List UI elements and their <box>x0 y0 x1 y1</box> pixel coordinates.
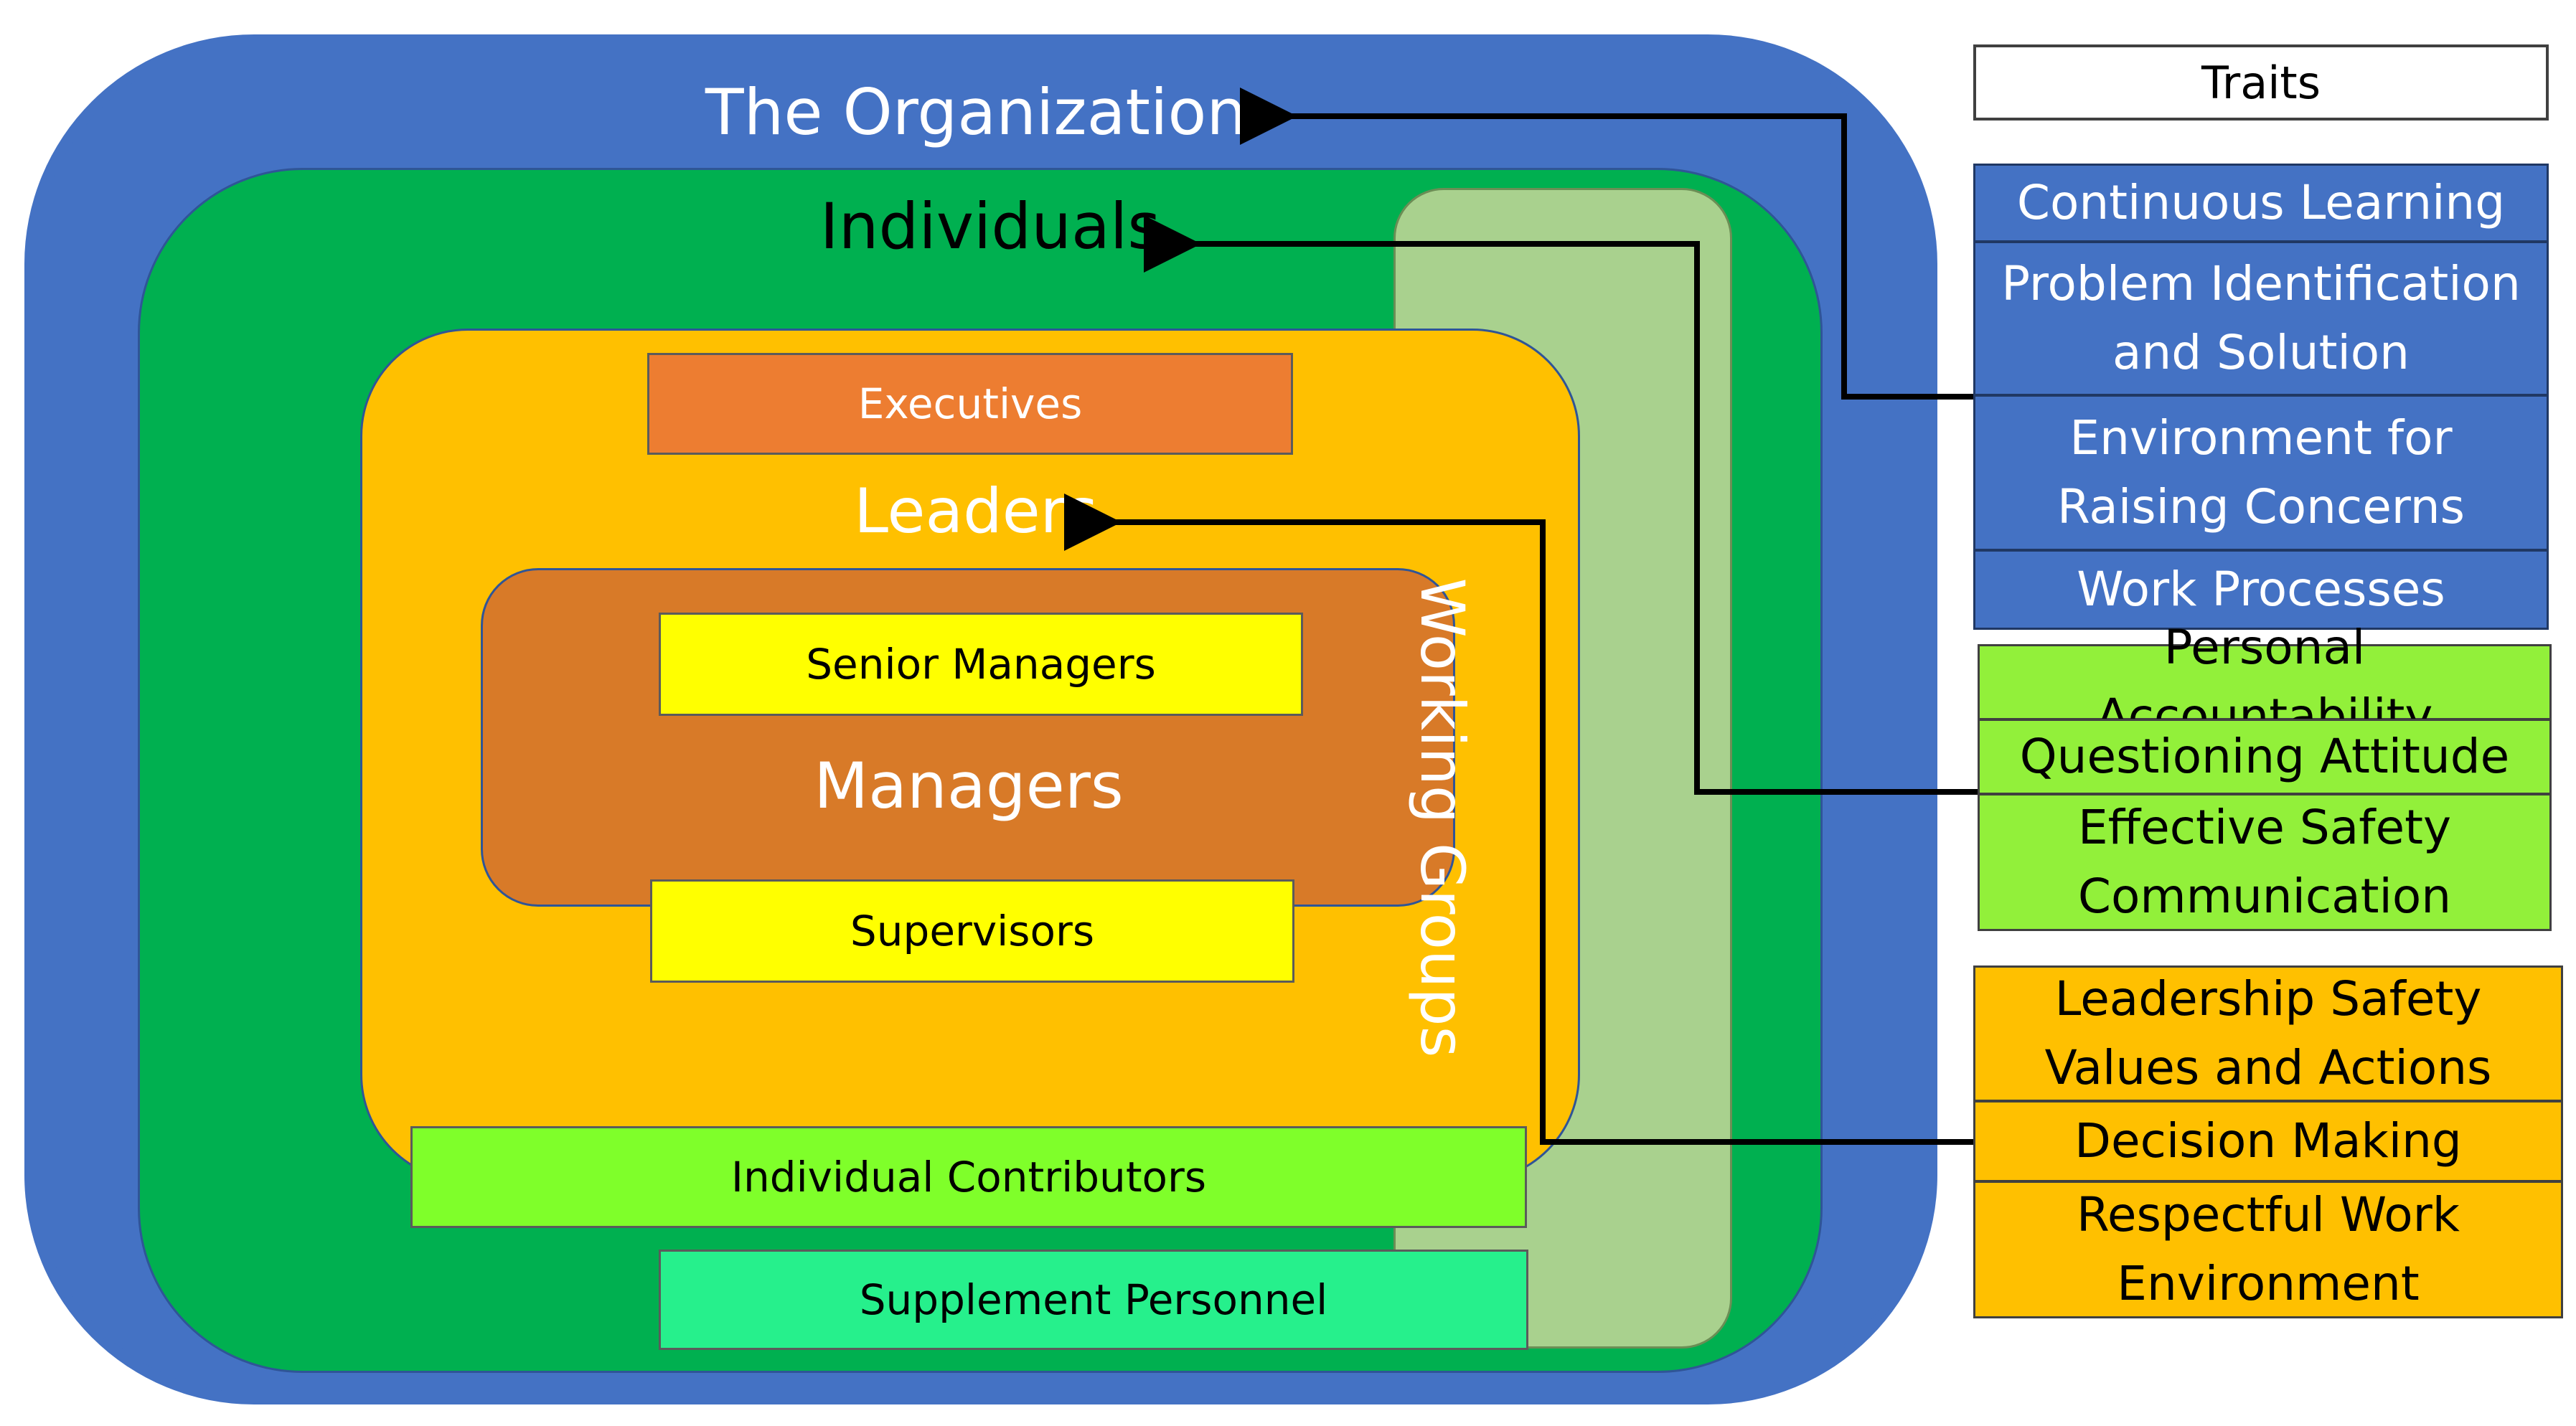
trait-decision-making: Decision Making <box>1973 1100 2563 1182</box>
trait-problem-identification: Problem Identification and Solution <box>1973 241 2549 396</box>
executives-box: Executives <box>647 353 1293 455</box>
trait-leadership-safety-values: Leadership Safety Values and Actions <box>1973 965 2563 1102</box>
trait-effective-safety-communication: Effective Safety Communication <box>1978 793 2552 931</box>
organization-label: The Organization <box>705 75 1247 149</box>
supplement-personnel-box: Supplement Personnel <box>659 1250 1528 1350</box>
supervisors-box: Supervisors <box>650 879 1294 983</box>
trait-continuous-learning: Continuous Learning <box>1973 164 2549 242</box>
trait-questioning-attitude: Questioning Attitude <box>1978 719 2552 795</box>
senior-managers-box: Senior Managers <box>659 613 1303 716</box>
trait-personal-accountability: Personal Accountability <box>1978 620 2552 744</box>
individuals-label: Individuals <box>819 189 1161 263</box>
managers-label: Managers <box>814 748 1124 823</box>
leaders-label: Leaders <box>854 476 1098 547</box>
trait-environment-raising-concerns: Environment for Raising Concerns <box>1973 395 2549 551</box>
individual-contributors-box: Individual Contributors <box>410 1126 1527 1228</box>
trait-respectful-work-environment: Respectful Work Environment <box>1973 1181 2563 1318</box>
trait-work-processes: Work Processes <box>1973 549 2549 630</box>
traits-header: Traits <box>1973 44 2549 121</box>
working-groups-label: Working Groups <box>1407 577 1477 1058</box>
